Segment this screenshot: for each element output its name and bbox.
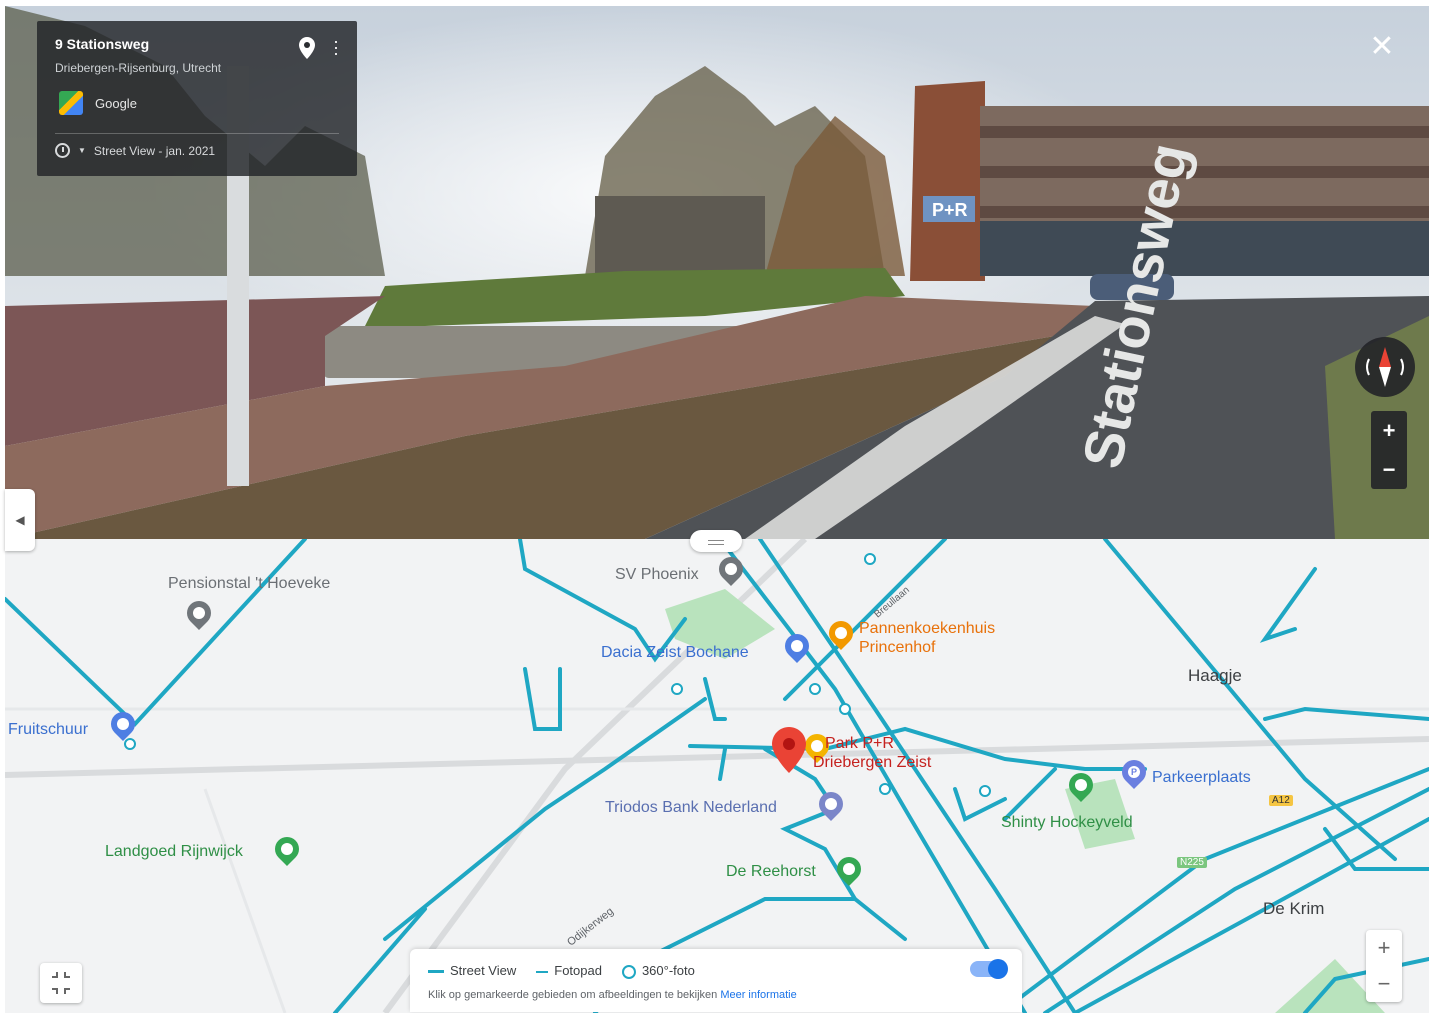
coverage-toggle[interactable] [970,959,1008,979]
legend-note: Klik op gemarkeerde gebieden om afbeeldi… [428,989,797,1001]
place-pannenkoek-line2[interactable]: Princenhof [859,639,936,656]
place-fruitschuur[interactable]: Fruitschuur [8,721,89,738]
location-pin-icon[interactable] [299,37,315,59]
brand-label: Google [95,95,137,111]
dash-icon [536,970,549,973]
place-landgoed[interactable]: Landgoed Rijnwijck [105,843,243,860]
location-subtitle: Driebergen-Rijsenburg, Utrecht [55,61,222,75]
legend-street-view: Street View [428,963,516,978]
place-haagje: Haagje [1188,666,1242,685]
p-r-sign-text: P+R [932,200,968,220]
coverage-legend: Street View Fotopad 360°-foto Klik op ge… [410,949,1022,1012]
date-selector[interactable]: ▼ Street View - jan. 2021 [55,143,215,158]
ring-icon [621,964,636,979]
location-title: 9 Stationsweg [55,36,150,52]
google-maps-logo-icon [59,91,83,115]
exit-fullscreen-button[interactable] [40,963,82,1003]
collapse-icon [52,972,70,994]
place-sv-phoenix[interactable]: SV Phoenix [615,566,699,583]
chevron-left-icon: ◀ [15,513,25,527]
selected-location-pin-icon[interactable] [772,727,806,773]
legend-360: 360°-foto [621,963,695,979]
map-panel[interactable]: Pensionstal 't Hoeveke SV Phoenix Dacia … [5,539,1429,1013]
place-de-krim: De Krim [1263,899,1325,918]
collapse-side-panel-button[interactable]: ◀ [5,489,35,551]
route-shield-a12: A12 [1269,795,1293,806]
map-zoom-out-button[interactable]: − [1377,971,1391,996]
route-shield-n225: N225 [1177,857,1207,868]
place-pannenkoek[interactable]: Pannenkoekenhuis [859,620,996,637]
zoom-out-button[interactable]: − [1382,457,1396,482]
line-icon [428,970,444,974]
street-view-panorama[interactable]: Stationsweg P+R 9 Stationsweg Driebergen… [5,6,1429,539]
map-zoom-controls: + − [1366,930,1402,1002]
place-shinty[interactable]: Shinty Hockeyveld [1001,814,1133,831]
capture-date: Street View - jan. 2021 [93,143,216,158]
place-park-pr[interactable]: Park P+R [825,735,894,752]
compass-icon[interactable] [1355,337,1415,397]
place-pensionstal[interactable]: Pensionstal 't Hoeveke [168,575,331,592]
clock-icon [55,143,70,158]
more-options-icon[interactable]: ··· [333,31,339,63]
map-roads [5,539,1429,1013]
close-icon[interactable]: ✕ [1369,30,1395,63]
map-zoom-in-button[interactable]: + [1377,935,1391,960]
location-info-card: 9 Stationsweg Driebergen-Rijsenburg, Utr… [37,21,357,176]
place-dacia[interactable]: Dacia Zeist Bochane [601,644,749,661]
zoom-in-button[interactable]: + [1382,418,1396,443]
more-info-link[interactable]: Meer informatie [720,989,797,1001]
place-reehorst[interactable]: De Reehorst [726,863,816,880]
chevron-down-icon: ▼ [78,146,86,155]
panel-resize-handle[interactable] [690,530,742,552]
legend-fotopad: Fotopad [536,963,602,978]
street-view-zoom-controls: + − [1371,411,1407,489]
place-park-pr-line2[interactable]: Driebergen Zeist [813,754,932,771]
place-parkeerplaats[interactable]: Parkeerplaats [1152,769,1251,786]
info-divider [55,133,339,134]
place-triodos[interactable]: Triodos Bank Nederland [605,799,777,816]
google-brand[interactable]: Google [59,91,137,115]
